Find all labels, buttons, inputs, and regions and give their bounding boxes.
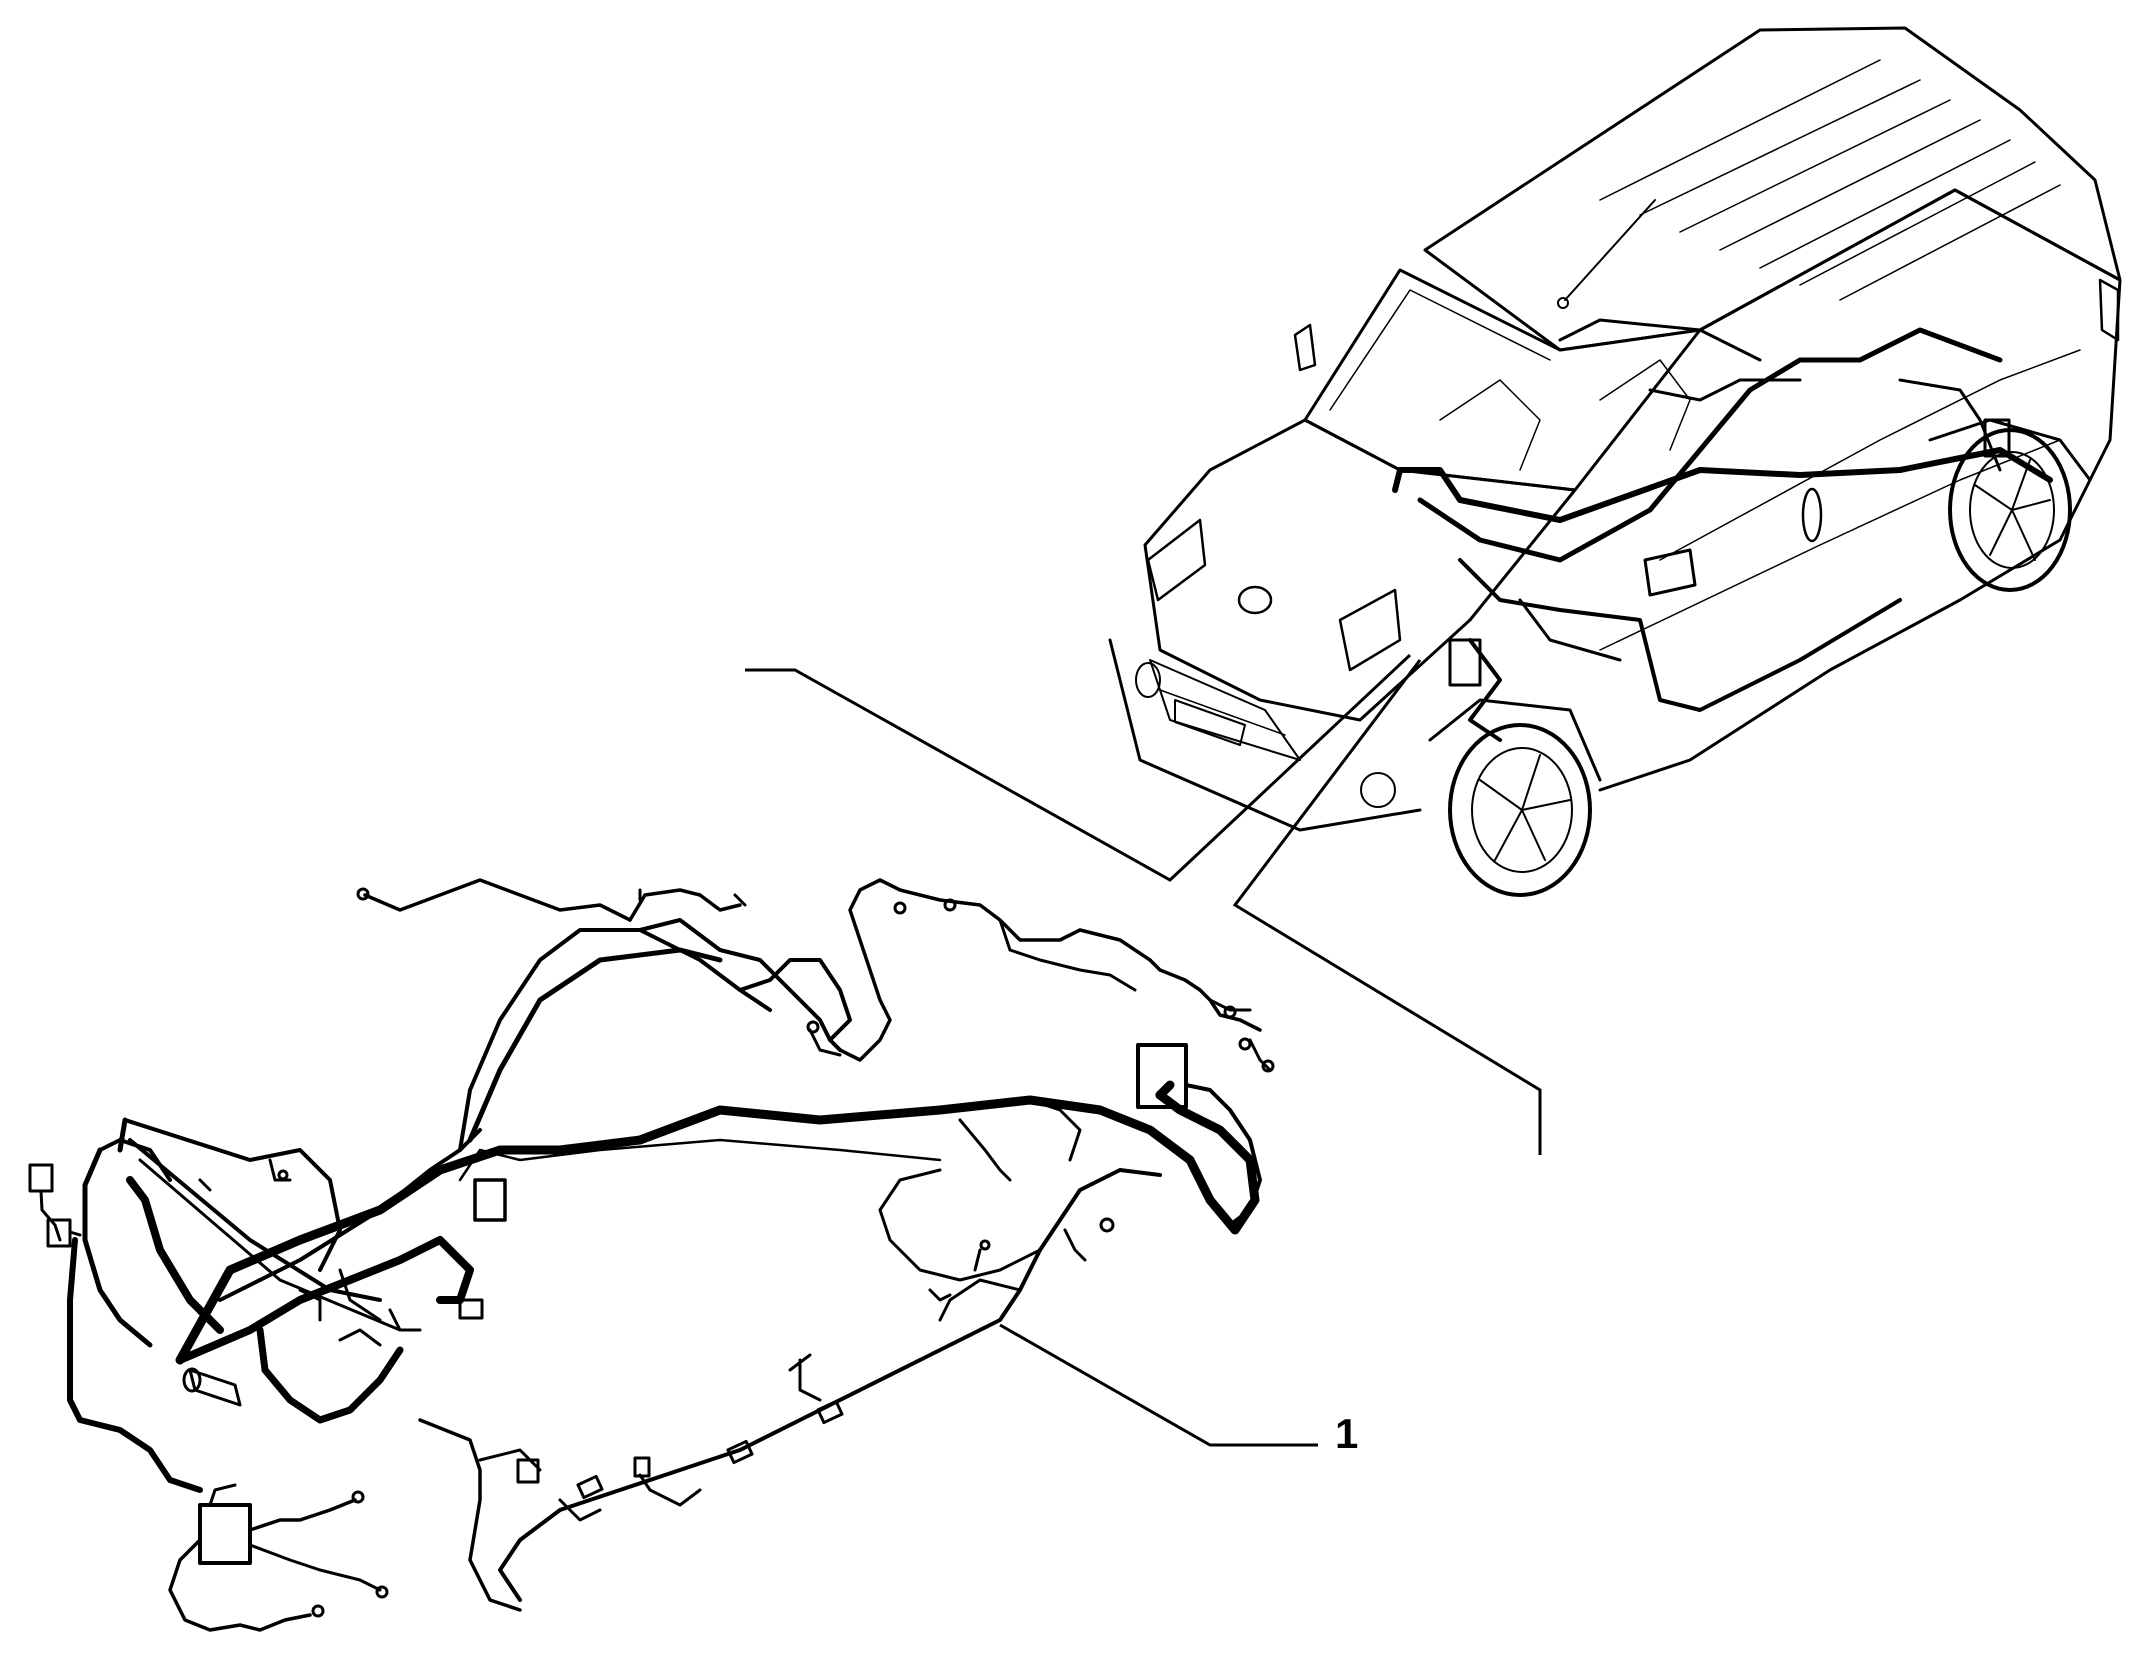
wiring-harness-illustration (28, 878, 1275, 1632)
leader-lines (745, 653, 1542, 1447)
van-illustration (1108, 26, 2122, 897)
callout-label-1: 1 (1335, 1410, 1359, 1457)
van-wiring-overlay (1392, 318, 2053, 742)
